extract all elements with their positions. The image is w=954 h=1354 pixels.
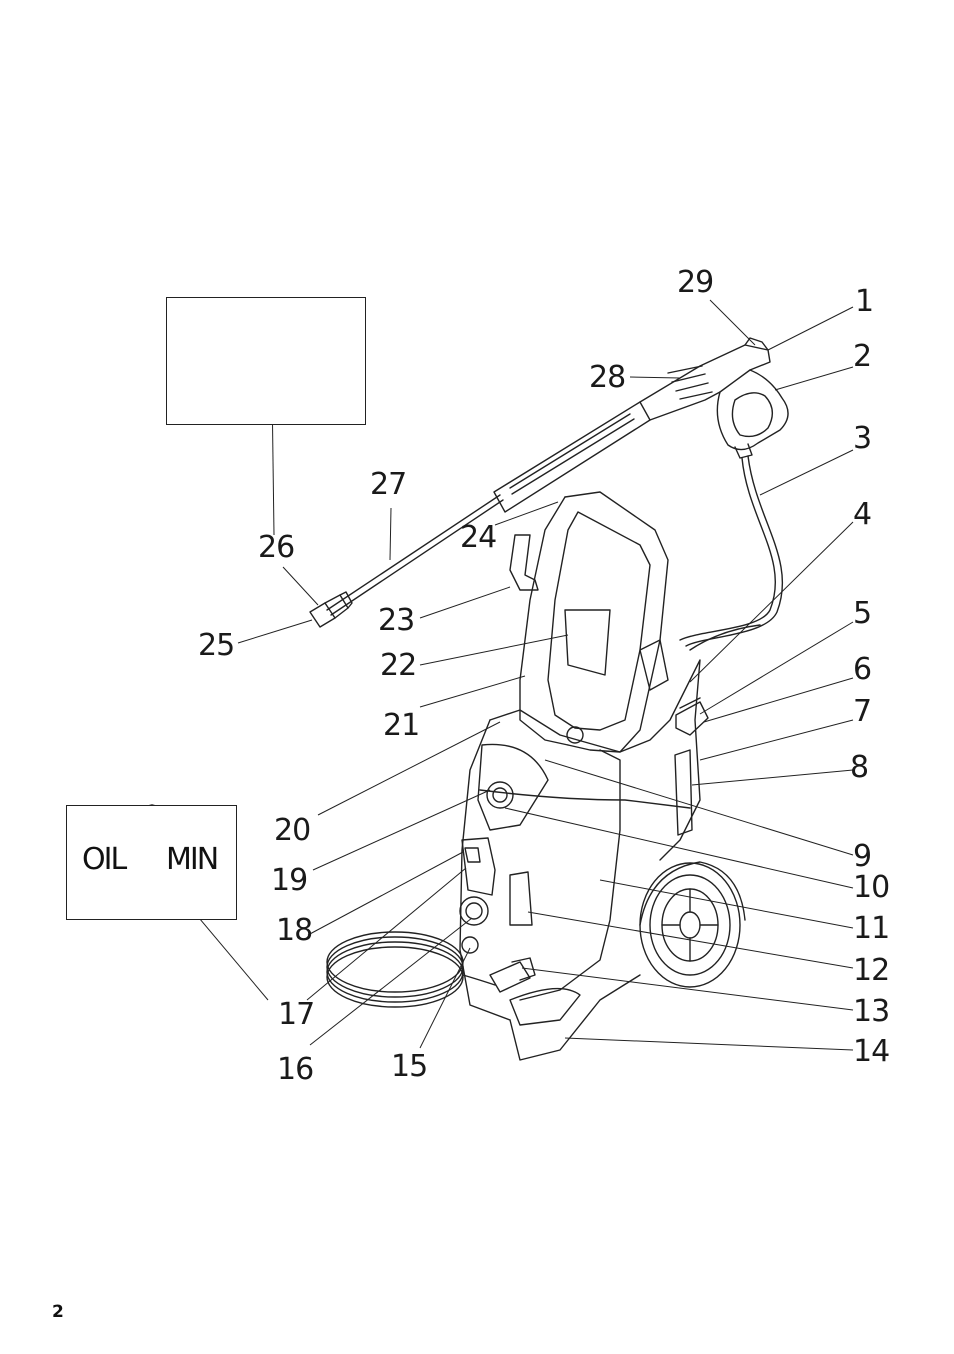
callout-5: 5 [853, 596, 872, 631]
power-cord-coil-illustration [326, 931, 496, 1008]
callout-23: 23 [378, 603, 415, 638]
callout-7: 7 [853, 694, 872, 729]
callout-17: 17 [278, 997, 315, 1032]
callout-4: 4 [853, 497, 872, 532]
hose-illustration [679, 455, 784, 647]
callout-3: 3 [853, 421, 872, 456]
callout-2: 2 [853, 339, 872, 374]
callout-26: 26 [258, 530, 295, 565]
callout-24: 24 [460, 520, 497, 555]
callout-21: 21 [383, 708, 420, 743]
callout-28: 28 [589, 360, 626, 395]
machine-body-illustration [459, 491, 761, 1061]
callout-11: 11 [853, 911, 890, 946]
callout-12: 12 [853, 953, 890, 988]
oil-level-inset-frame [66, 805, 237, 920]
callout-14: 14 [853, 1034, 890, 1069]
callout-29: 29 [677, 265, 714, 300]
callout-16: 16 [277, 1052, 314, 1087]
callout-10: 10 [853, 870, 890, 905]
wheel-illustration [639, 861, 746, 988]
nozzle-inset-frame [166, 297, 366, 425]
callout-9: 9 [853, 839, 872, 874]
callout-6: 6 [853, 652, 872, 687]
callout-1: 1 [855, 284, 874, 319]
callout-15: 15 [391, 1049, 428, 1084]
callout-27: 27 [370, 467, 407, 502]
leader-lines [151, 299, 854, 1051]
callout-22: 22 [380, 648, 417, 683]
callout-18: 18 [276, 913, 313, 948]
spray-lance-illustration [309, 337, 789, 628]
callout-20: 20 [274, 813, 311, 848]
min-label: MIN [166, 842, 219, 877]
oil-label: OIL [82, 842, 127, 877]
callout-13: 13 [853, 994, 890, 1029]
callout-8: 8 [850, 750, 869, 785]
page-number: 2 [52, 1302, 64, 1322]
callout-25: 25 [198, 628, 235, 663]
callout-19: 19 [271, 863, 308, 898]
